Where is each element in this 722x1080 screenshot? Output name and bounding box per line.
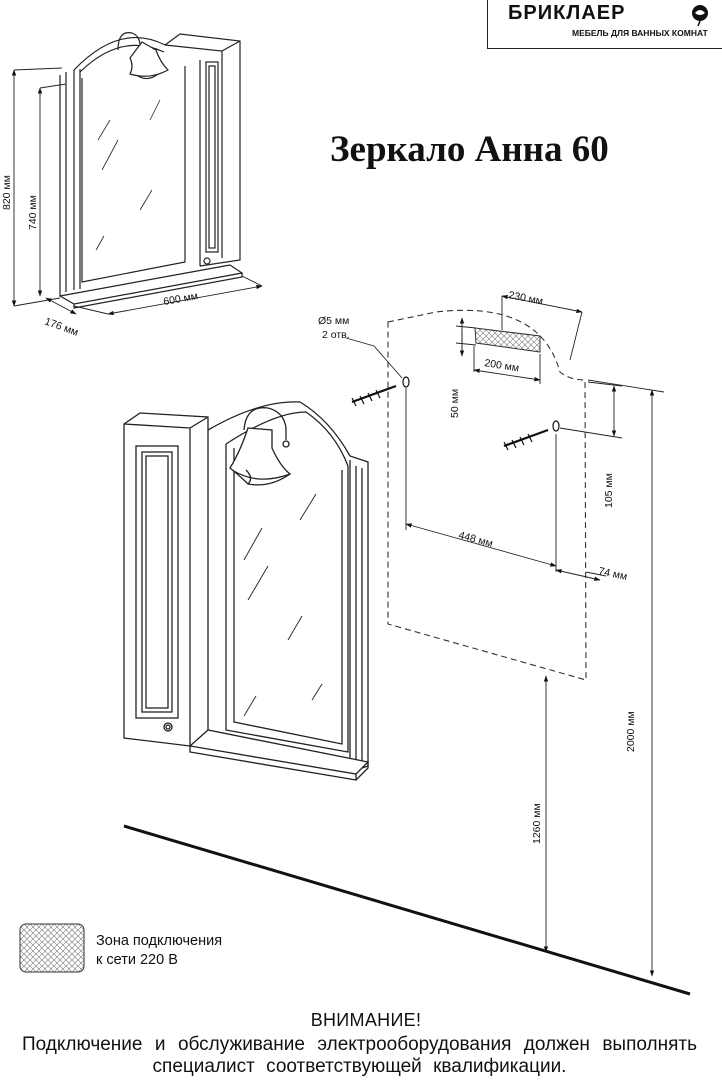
connection-zone [474,327,541,353]
main-dimensions [345,294,665,977]
brand-tagline: МЕБЕЛЬ ДЛЯ ВАННЫХ КОМНАТ [572,28,708,38]
dim-1260-label: 1260 мм [531,803,543,844]
brand-name: БРИКЛАЕР [508,2,626,24]
dim-600-label: 600 мм [162,290,198,308]
small-mirror-view [59,32,244,309]
floor-line [123,824,691,996]
product-title: Зеркало Анна 60 [330,129,609,170]
warning-body: Подключение и обслуживание электрооборуд… [22,1034,697,1077]
rose-logo-icon [692,5,708,27]
screw-right [503,420,560,451]
dim-448-label: 448 мм [457,529,494,550]
dim-50-label: 50 мм [449,389,461,418]
dim-hole-diameter-label: Ø5 мм [318,315,349,327]
dim-105-label: 105 мм [603,473,615,508]
dim-74-label: 74 мм [597,565,628,583]
screw-left [351,376,410,407]
dim-200-label: 200 мм [484,357,520,374]
dim-176-label: 176 мм [43,316,80,339]
legend-line-2: к сети 220 В [96,952,178,968]
legend-swatch [19,923,85,973]
small-view-dimensions [11,67,263,316]
legend-line-1: Зона подключения [96,933,223,949]
dim-230-label: 230 мм [507,289,544,307]
dim-740-label: 740 мм [27,195,39,230]
dim-hole-count-label: 2 отв. [322,329,350,341]
dim-2000-label: 2000 мм [625,711,637,752]
wall-outline [387,309,587,681]
legend: Зона подключения к сети 220 В [96,932,222,970]
warning-block: ВНИМАНИЕ! Подключение и обслуживание эле… [0,1010,722,1078]
brand-box: БРИКЛАЕР МЕБЕЛЬ ДЛЯ ВАННЫХ КОМНАТ [487,0,722,49]
dim-820-label: 820 мм [1,175,13,210]
main-mirror-view [123,401,370,781]
warning-title: ВНИМАНИЕ! [310,1010,422,1030]
